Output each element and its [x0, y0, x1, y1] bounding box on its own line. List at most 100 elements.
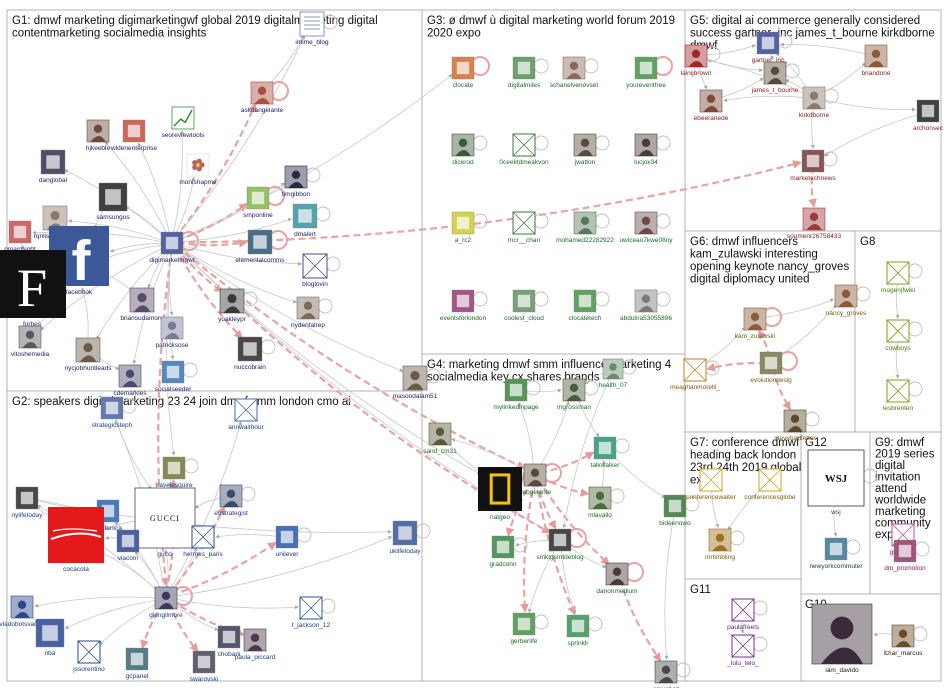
node-socialseeder[interactable]: socialseeder — [155, 360, 192, 393]
node-eustrategist[interactable]: eustrategist — [214, 484, 248, 517]
node-cdemarkles[interactable]: cdemarkles — [113, 364, 147, 397]
node-intime_blog[interactable]: intime_blog — [295, 11, 329, 46]
node-chobani[interactable]: chobani — [218, 625, 241, 658]
node-gmainsight[interactable]: gmainsight — [4, 220, 36, 253]
node-stevehartletter[interactable]: stevehartletter — [774, 409, 816, 442]
node-abdulira53055896[interactable]: abdulira53055896 — [620, 289, 672, 322]
node-swarovski[interactable]: swarovski — [190, 650, 219, 683]
node-patricksose[interactable]: patricksose — [156, 316, 189, 349]
node-travelesquire[interactable]: travelesquire — [155, 456, 193, 489]
node-mrtimbling[interactable]: mrtimbling — [705, 528, 735, 561]
node-nuccobrain[interactable]: nuccobrain — [234, 336, 266, 371]
node-danonmedium[interactable]: danonmedium — [596, 562, 638, 595]
node-dm_promotion[interactable]: dm_promotion — [884, 539, 926, 572]
node-bideenowo[interactable]: bideenowo — [659, 494, 691, 527]
node-natgeo[interactable]: natgeo — [478, 467, 522, 521]
node-uwiceao7kwe08ny[interactable]: uwiceao7kwe08ny — [619, 211, 673, 244]
node-_lulu_telo_[interactable]: _lulu_telo_ — [726, 634, 759, 667]
node-gcpanel[interactable]: gcpanel — [126, 647, 149, 680]
node-samsungus[interactable]: samsungus — [96, 182, 130, 221]
node-sprinklr[interactable]: sprinklr — [566, 614, 589, 647]
node-elementalcomms[interactable]: elementalcomms — [235, 229, 285, 264]
node-ebeeranede[interactable]: ebeeranede — [694, 89, 729, 122]
node-marketechnews[interactable]: marketechnews — [790, 149, 837, 182]
node-mcr__chan[interactable]: mcr__chan — [508, 211, 541, 244]
node-timgibbon[interactable]: timgibbon — [282, 165, 311, 198]
node-conferencesglobe[interactable]: conferencesglobe — [744, 468, 796, 501]
node-gradconn[interactable]: gradconn — [489, 535, 517, 568]
node-gartner_inc[interactable]: gartner_inc — [752, 31, 785, 64]
node-clocatetech[interactable]: clocatetech — [569, 289, 602, 322]
node-smponline[interactable]: smponline — [243, 186, 273, 219]
node-digimarketingwf[interactable]: digimarketingwf — [149, 231, 195, 264]
node-james_t_bourne[interactable]: james_t_bourne — [751, 61, 799, 94]
node-viacom[interactable]: viacom — [116, 529, 140, 562]
node-soumenr26758433[interactable]: soumenr26758433 — [787, 207, 842, 240]
node-briandone[interactable]: briandone — [862, 44, 891, 77]
node-uklifetoday[interactable]: uklifetoday — [389, 520, 421, 555]
node-iam_davido[interactable]: iam_davido — [811, 603, 873, 674]
node-unilever[interactable]: unilever — [276, 525, 300, 558]
node-health_07[interactable]: health_07 — [599, 358, 628, 389]
node-0ceektdmeakvon[interactable]: 0ceektdmeakvon — [499, 133, 549, 166]
node-itziar_marcus[interactable]: itziar_marcus — [884, 624, 923, 657]
node-mylinkedinpage[interactable]: mylinkedinpage — [493, 378, 539, 411]
node-nycjobhuntleads[interactable]: nycjobhuntleads — [65, 337, 113, 372]
node-dmalert[interactable]: dmalert — [292, 203, 318, 238]
node-strategicsteph[interactable]: strategicsteph — [92, 396, 133, 429]
node-seoreviewtools[interactable]: seoreviewtools — [162, 106, 206, 139]
node-cmushoit[interactable]: cmushoit — [653, 660, 679, 688]
node-schanelvenovset[interactable]: schanelvenovset — [550, 56, 599, 89]
node-nydentalrep[interactable]: nydentalrep — [291, 296, 325, 329]
node-coolest_cloud[interactable]: coolest_cloud — [504, 289, 544, 322]
node-kam_zulawski[interactable]: kam_zulawski — [735, 307, 775, 340]
node-hjkeeble[interactable]: hjkeeble — [86, 119, 111, 152]
node-kirkdborne[interactable]: kirkdborne — [799, 86, 830, 119]
node-masoodalam51[interactable]: masoodalam51 — [393, 365, 438, 400]
node-talkwalker[interactable]: talkwalker — [591, 436, 621, 469]
node-mgrossman[interactable]: mgrossman — [557, 378, 591, 411]
node-cocacola[interactable]: cocacola — [48, 507, 104, 573]
node-sand_cm31[interactable]: sand_cm31 — [423, 422, 457, 455]
node-mlavallo[interactable]: mlavallo — [588, 486, 612, 519]
node-eventsforlondon[interactable]: eventsforlondon — [440, 289, 487, 322]
node-annwaithour[interactable]: annwaithour — [228, 398, 265, 431]
node-monishapme[interactable]: monishapme — [179, 153, 217, 186]
node-gerberlife[interactable]: gerberlife — [510, 612, 538, 645]
node-a_rc2[interactable]: a_rc2 — [451, 211, 475, 244]
node-lainijbrown[interactable]: lainijbrown — [681, 44, 712, 77]
node-vitoshemedia[interactable]: vitoshemedia — [11, 325, 50, 358]
node-clocate[interactable]: clocate — [451, 56, 475, 89]
node-danglobal[interactable]: danglobal — [39, 149, 68, 184]
node-newyorkcommuter[interactable]: newyorkcommuter — [809, 537, 863, 570]
node-askdangelante[interactable]: askdangelante — [241, 81, 284, 114]
node-hermes_paris[interactable]: hermes_paris — [183, 525, 223, 558]
node-digitalmiles[interactable]: digitalmiles — [508, 56, 541, 89]
node-widenenterprise[interactable]: widenenterprise — [110, 119, 157, 152]
node-lesbrenten[interactable]: lesbrenten — [883, 379, 914, 412]
node-paulafreels[interactable]: paulafreels — [727, 598, 760, 631]
node-paula_piccard[interactable]: paula_piccard — [235, 628, 276, 661]
node-jssorentino[interactable]: jssorentino — [72, 640, 105, 673]
node-yoakleypr[interactable]: yoakleypr — [218, 288, 247, 323]
node-nba[interactable]: nba — [35, 618, 65, 657]
node-vladobotsvadze[interactable]: vladobotsvadze — [0, 595, 45, 628]
node-nancy_groves[interactable]: nancy_groves — [826, 284, 867, 317]
node-mohamed22282922[interactable]: mohamed22282922 — [556, 211, 614, 244]
node-youreventfree[interactable]: youreventfree — [626, 56, 666, 89]
node-lucjox34[interactable]: lucjox34 — [634, 133, 658, 166]
node-jwatton[interactable]: jwatton — [574, 133, 597, 166]
node-evolutiondesig[interactable]: evolutiondesig — [750, 351, 792, 384]
node-conferenceswaiter[interactable]: conferencewaiter — [686, 468, 737, 501]
node-smktgsmtdeblog[interactable]: smktgsmtdeblog — [536, 528, 584, 561]
node-mogenjfwikl[interactable]: mogenjfwikl — [881, 261, 916, 294]
node-nylifetoday[interactable]: nylifetoday — [11, 486, 43, 519]
node-briansudamore[interactable]: briansudamore — [120, 287, 164, 322]
node-bloglovin[interactable]: bloglovin — [302, 253, 328, 288]
node-t_jackson_12[interactable]: t_jackson_12 — [292, 596, 331, 629]
node-cowboys[interactable]: cowboys — [885, 319, 911, 352]
node-glengilmore[interactable]: glengilmore — [149, 586, 183, 619]
